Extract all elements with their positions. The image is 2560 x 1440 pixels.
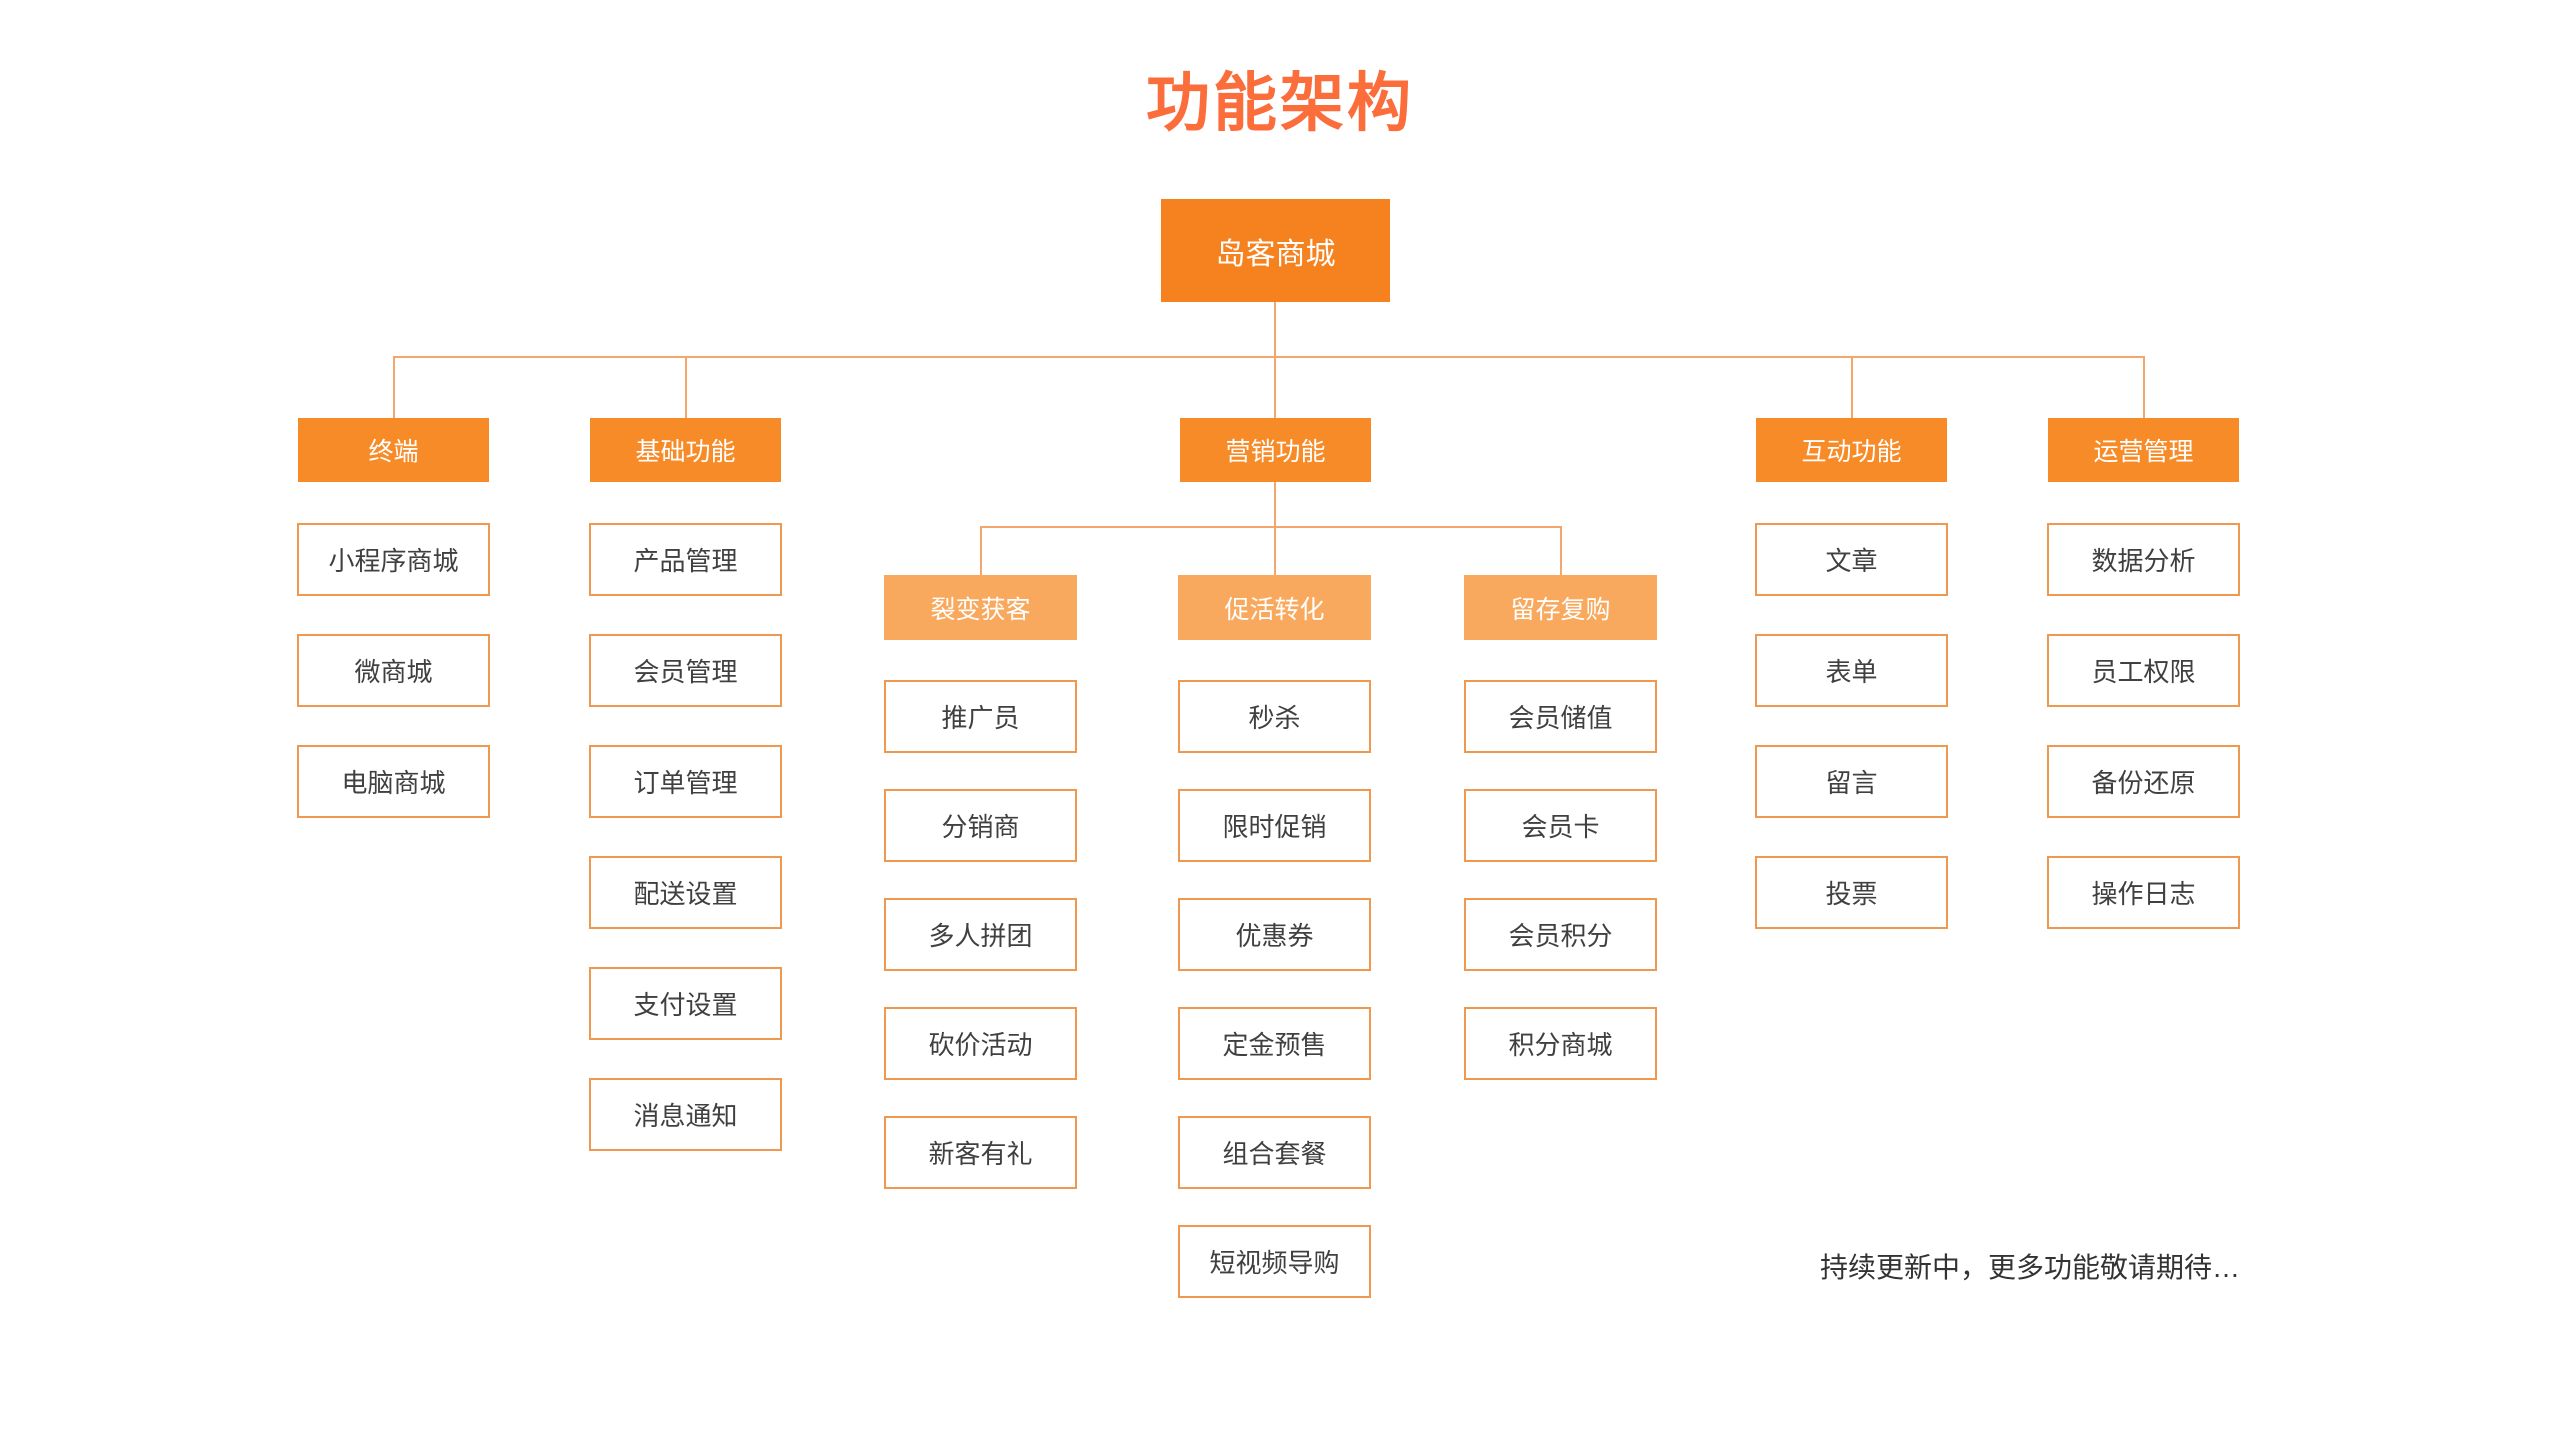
branch-interaction: 互动功能 — [1756, 418, 1947, 482]
leaf-node: 配送设置 — [589, 856, 782, 929]
leaf-node: 会员卡 — [1464, 789, 1657, 862]
leaf-node: 优惠券 — [1178, 898, 1371, 971]
subgroup-fission: 裂变获客 — [884, 575, 1077, 640]
connector-line — [1560, 526, 1562, 575]
leaf-node: 会员储值 — [1464, 680, 1657, 753]
connector-line — [980, 526, 1562, 528]
connector-line — [980, 526, 982, 575]
terminal-children: 小程序商城 微商城 电脑商城 — [297, 523, 490, 818]
branch-marketing: 营销功能 — [1180, 418, 1371, 482]
leaf-node: 支付设置 — [589, 967, 782, 1040]
leaf-node: 表单 — [1755, 634, 1948, 707]
retention-children: 会员储值 会员卡 会员积分 积分商城 — [1464, 680, 1657, 1080]
connector-line — [393, 356, 395, 418]
leaf-node: 限时促销 — [1178, 789, 1371, 862]
activation-children: 秒杀 限时促销 优惠券 定金预售 组合套餐 短视频导购 — [1178, 680, 1371, 1298]
branch-terminal: 终端 — [298, 418, 489, 482]
leaf-node: 会员积分 — [1464, 898, 1657, 971]
leaf-node: 组合套餐 — [1178, 1116, 1371, 1189]
leaf-node: 小程序商城 — [297, 523, 490, 596]
leaf-node: 砍价活动 — [884, 1007, 1077, 1080]
leaf-node: 积分商城 — [1464, 1007, 1657, 1080]
leaf-node: 新客有礼 — [884, 1116, 1077, 1189]
leaf-node: 文章 — [1755, 523, 1948, 596]
leaf-node: 会员管理 — [589, 634, 782, 707]
page-title: 功能架构 — [1146, 67, 1414, 139]
interaction-children: 文章 表单 留言 投票 — [1755, 523, 1948, 929]
connector-line — [685, 356, 687, 418]
leaf-node: 投票 — [1755, 856, 1948, 929]
connector-line — [1851, 356, 1853, 418]
leaf-node: 消息通知 — [589, 1078, 782, 1151]
connector-line — [1274, 356, 1276, 418]
leaf-node: 推广员 — [884, 680, 1077, 753]
leaf-node: 秒杀 — [1178, 680, 1371, 753]
subgroup-retention: 留存复购 — [1464, 575, 1657, 640]
connector-line — [1274, 526, 1276, 575]
fission-children: 推广员 分销商 多人拼团 砍价活动 新客有礼 — [884, 680, 1077, 1189]
operation-children: 数据分析 员工权限 备份还原 操作日志 — [2047, 523, 2240, 929]
leaf-node: 数据分析 — [2047, 523, 2240, 596]
leaf-node: 微商城 — [297, 634, 490, 707]
leaf-node: 订单管理 — [589, 745, 782, 818]
root-node: 岛客商城 — [1161, 199, 1390, 302]
subgroup-activation: 促活转化 — [1178, 575, 1371, 640]
connector-line — [393, 356, 2145, 358]
leaf-node: 电脑商城 — [297, 745, 490, 818]
leaf-node: 产品管理 — [589, 523, 782, 596]
leaf-node: 操作日志 — [2047, 856, 2240, 929]
branch-basic: 基础功能 — [590, 418, 781, 482]
connector-line — [1274, 482, 1276, 526]
leaf-node: 留言 — [1755, 745, 1948, 818]
leaf-node: 短视频导购 — [1178, 1225, 1371, 1298]
leaf-node: 员工权限 — [2047, 634, 2240, 707]
connector-line — [1274, 302, 1276, 358]
branch-operation: 运营管理 — [2048, 418, 2239, 482]
basic-children: 产品管理 会员管理 订单管理 配送设置 支付设置 消息通知 — [589, 523, 782, 1151]
footer-note: 持续更新中，更多功能敬请期待… — [1820, 1252, 2241, 1283]
leaf-node: 多人拼团 — [884, 898, 1077, 971]
leaf-node: 定金预售 — [1178, 1007, 1371, 1080]
leaf-node: 分销商 — [884, 789, 1077, 862]
leaf-node: 备份还原 — [2047, 745, 2240, 818]
connector-line — [2143, 356, 2145, 418]
